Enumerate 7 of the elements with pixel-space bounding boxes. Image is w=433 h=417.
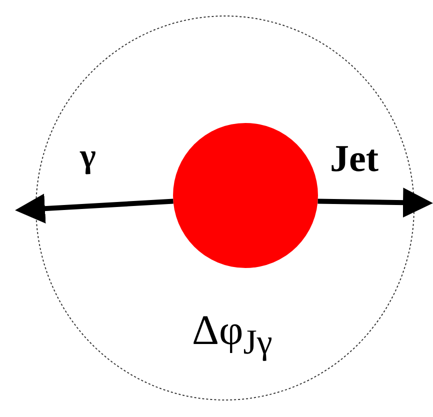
boundary-circle: [36, 16, 414, 400]
edge-label: Jet: [330, 140, 379, 178]
arrow: [15, 194, 174, 224]
edge-label: γ: [80, 140, 96, 174]
angle-label: Δφ$_{Jγ}$: [192, 310, 272, 360]
arrow: [318, 188, 433, 218]
particle-disk: [173, 123, 318, 268]
